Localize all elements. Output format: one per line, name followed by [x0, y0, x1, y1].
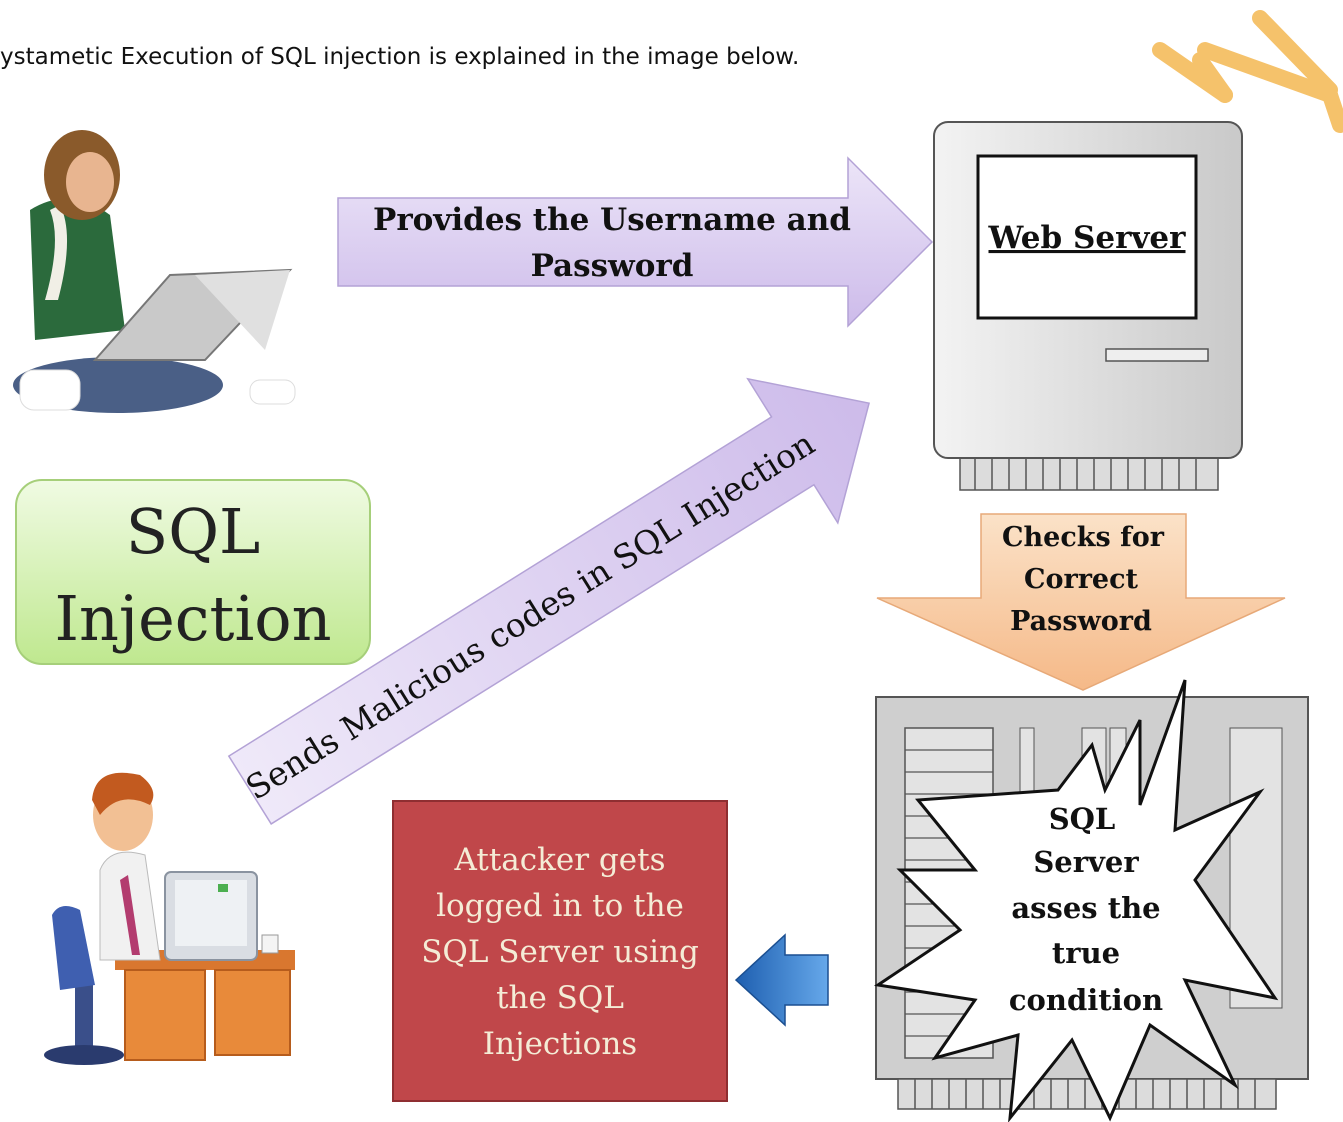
arrow-check-line-1: Checks for: [1002, 522, 1165, 553]
arrow-credentials-line-1: Provides the Username and: [373, 202, 851, 238]
user-with-laptop-icon: [13, 130, 296, 413]
left-arrow-icon: [734, 933, 829, 1027]
title-line-1: SQL: [126, 495, 260, 568]
title-box: SQL Injection: [15, 479, 371, 665]
arrow-check-line-2: Correct: [1024, 564, 1139, 595]
arrow-check: Checks for Correct Password: [876, 513, 1286, 691]
result-line-4: the SQL: [496, 980, 624, 1016]
decorative-arrows-icon: [1152, 10, 1343, 133]
web-server-label: Web Server: [988, 220, 1187, 256]
sql-server-burst: SQL Server asses the true condition: [873, 679, 1279, 1122]
intro-text: ystametic Execution of SQL injection is …: [0, 44, 800, 70]
result-line-2: logged in to the: [436, 888, 684, 924]
web-server-computer-icon: Web Server: [933, 121, 1243, 491]
arrow-credentials: Provides the Username and Password: [337, 156, 934, 328]
burst-line-1: SQL: [1049, 802, 1116, 836]
arrow-check-line-3: Password: [1010, 606, 1152, 637]
result-line-3: SQL Server using: [421, 934, 699, 970]
burst-line-3: asses the: [1011, 891, 1160, 925]
attacker-at-desk-icon: [44, 772, 295, 1065]
title-line-2: Injection: [54, 582, 331, 655]
arrow-credentials-line-2: Password: [531, 248, 694, 284]
burst-line-2: Server: [1033, 845, 1139, 879]
result-line-5: Injections: [483, 1026, 637, 1062]
result-line-1: Attacker gets: [454, 842, 666, 878]
result-box: Attacker gets logged in to the SQL Serve…: [392, 800, 728, 1102]
burst-line-5: condition: [1009, 983, 1163, 1017]
burst-line-4: true: [1052, 936, 1120, 970]
